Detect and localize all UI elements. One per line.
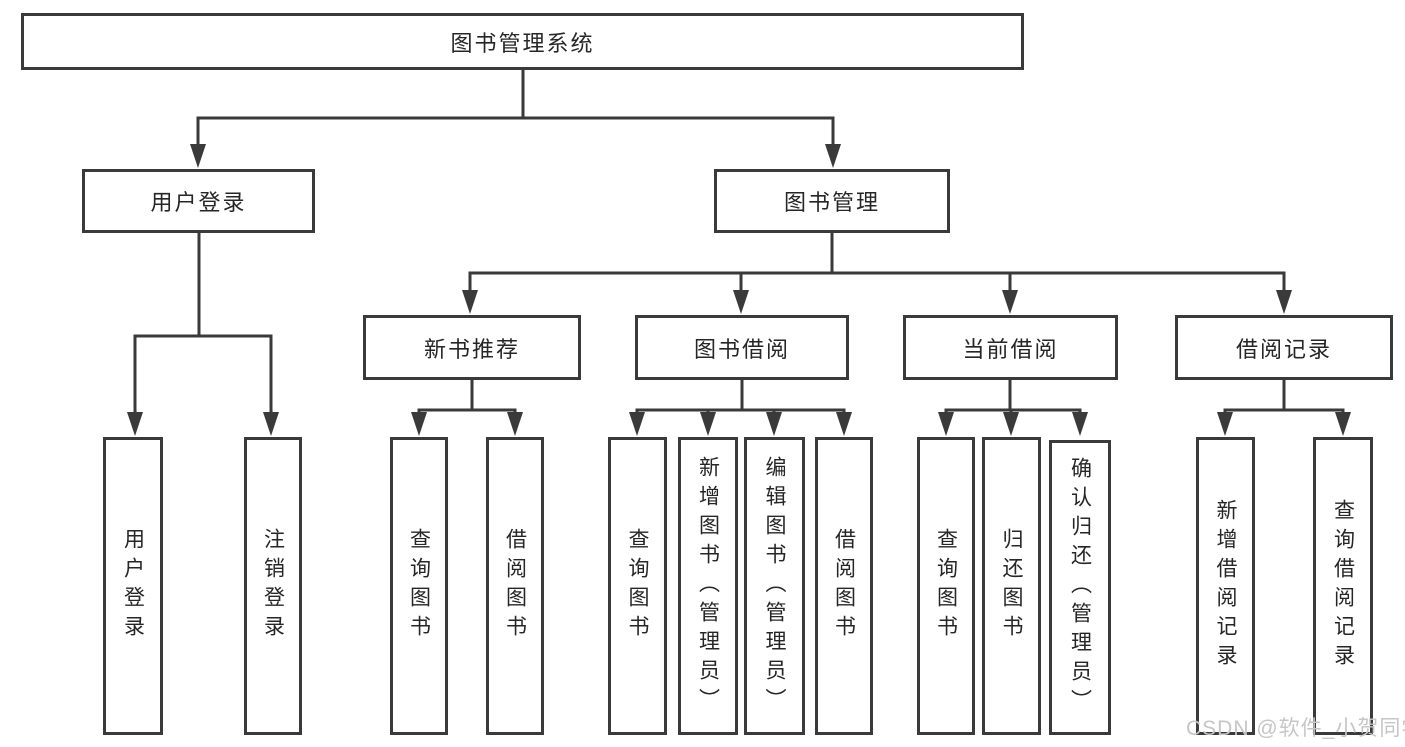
node-label: 图书借阅 bbox=[693, 336, 790, 362]
csdn-watermark: CSDN @软件_小贺同学 bbox=[1186, 717, 1405, 740]
node-label: 图书管理 bbox=[783, 190, 880, 215]
node-label: 借阅图书 bbox=[832, 528, 856, 644]
node-add-borrow-record: 新增借阅记录 bbox=[1196, 437, 1255, 735]
node-new-book-recommend: 新书推荐 bbox=[363, 315, 581, 380]
node-edit-books-admin: 编辑图书（管理员） bbox=[744, 437, 805, 735]
node-label: 借阅记录 bbox=[1235, 336, 1332, 362]
node-label: 当前借阅 bbox=[962, 336, 1059, 362]
node-current-borrowing: 当前借阅 bbox=[903, 315, 1118, 380]
node-label: 新书推荐 bbox=[423, 336, 520, 362]
node-label: 用户登录 bbox=[121, 528, 145, 644]
node-label: 归还图书 bbox=[1000, 528, 1023, 644]
node-label: 借阅图书 bbox=[503, 528, 527, 644]
node-borrow-books-recommend: 借阅图书 bbox=[486, 437, 544, 735]
node-label: 查询图书 bbox=[407, 528, 431, 644]
node-add-books-admin: 新增图书（管理员） bbox=[678, 437, 738, 735]
node-query-borrow-record: 查询借阅记录 bbox=[1313, 437, 1373, 735]
node-label: 查询借阅记录 bbox=[1331, 499, 1355, 673]
node-label: 图书管理系统 bbox=[450, 30, 595, 56]
node-confirm-return-admin: 确认归还（管理员） bbox=[1049, 440, 1111, 735]
node-label: 用户登录 bbox=[150, 190, 247, 215]
node-book-management: 图书管理 bbox=[714, 169, 950, 233]
node-user-login-leaf: 用户登录 bbox=[103, 437, 163, 735]
node-borrow-books-borrowing: 借阅图书 bbox=[815, 437, 873, 735]
node-label: 新增图书（管理员） bbox=[696, 455, 720, 717]
node-query-books-recommend: 查询图书 bbox=[390, 437, 448, 735]
node-book-borrowing: 图书借阅 bbox=[635, 315, 849, 380]
node-query-books-current: 查询图书 bbox=[917, 437, 975, 735]
node-label: 确认归还（管理员） bbox=[1068, 457, 1092, 718]
node-borrowing-records: 借阅记录 bbox=[1175, 315, 1393, 380]
node-label: 编辑图书（管理员） bbox=[763, 455, 786, 717]
node-label: 新增借阅记录 bbox=[1214, 499, 1237, 673]
node-library-management-system: 图书管理系统 bbox=[21, 13, 1024, 70]
node-query-books-borrowing: 查询图书 bbox=[608, 437, 667, 735]
node-user-login-group: 用户登录 bbox=[82, 169, 315, 233]
node-logout-leaf: 注销登录 bbox=[244, 437, 302, 735]
node-return-books: 归还图书 bbox=[982, 437, 1041, 735]
node-label: 查询图书 bbox=[626, 528, 649, 644]
node-label: 注销登录 bbox=[261, 528, 285, 644]
node-label: 查询图书 bbox=[934, 528, 958, 644]
